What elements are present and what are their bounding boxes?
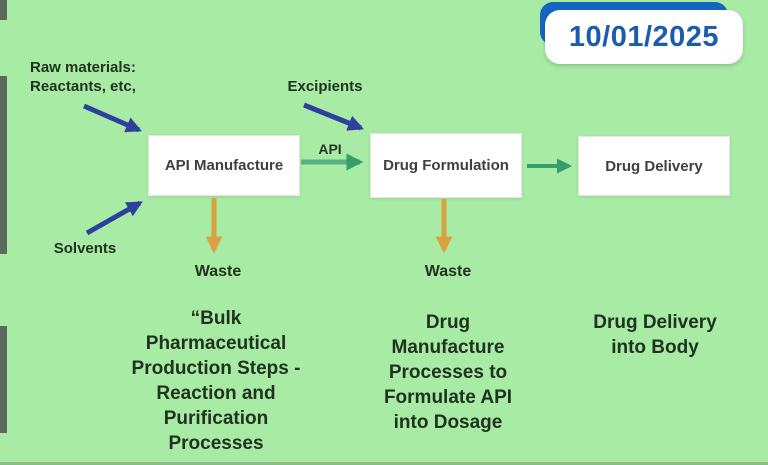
drug-formulation-box: Drug Formulation <box>370 133 522 198</box>
api-manufacture-box-label: API Manufacture <box>164 157 284 174</box>
drug-formulation-box-label: Drug Formulation <box>383 157 509 174</box>
raw-materials-label: Raw materials: Reactants, etc, <box>30 59 136 95</box>
left-edge-artifact-top <box>0 0 7 20</box>
drug-delivery-box: Drug Delivery <box>578 136 730 196</box>
left-edge-artifact-middle <box>0 76 7 254</box>
date-badge: 10/01/2025 <box>540 2 745 64</box>
arrow-solvents-to-api-manufacture <box>85 200 143 236</box>
excipients-label: Excipients <box>287 78 363 95</box>
arrow-raw-materials-to-api-manufacture <box>83 103 142 133</box>
waste-label-api-manufacture: Waste <box>194 263 242 280</box>
left-edge-artifact-bottom <box>0 326 7 433</box>
arrow-excipients-to-drug-formulation <box>303 102 364 131</box>
bottom-edge-artifact <box>0 462 768 465</box>
date-value: 10/01/2025 <box>568 20 720 53</box>
date-badge-card: 10/01/2025 <box>545 10 743 64</box>
waste-label-drug-formulation: Waste <box>424 263 472 280</box>
caption-bulk-production: “Bulk Pharmaceutical Production Steps - … <box>131 308 301 454</box>
caption-drug-delivery: Drug Delivery into Body <box>593 312 717 358</box>
caption-drug-manufacture: Drug Manufacture Processes to Formulate … <box>383 312 513 433</box>
drug-delivery-box-label: Drug Delivery <box>605 157 703 175</box>
solvents-label: Solvents <box>53 240 117 257</box>
api-manufacture-box: API Manufacture <box>148 135 300 196</box>
api-flow-label: API <box>318 141 342 157</box>
